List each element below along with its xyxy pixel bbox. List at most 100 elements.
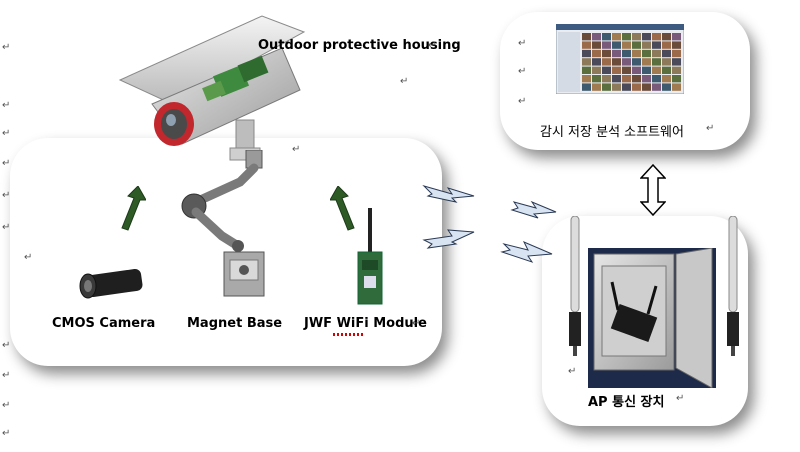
video-tile [622, 83, 631, 91]
wifi-module-illustration [357, 208, 383, 305]
video-tile [622, 33, 631, 41]
video-tile [652, 33, 661, 41]
video-tile [582, 33, 591, 41]
paragraph-mark: ↵ [518, 66, 527, 77]
label-wifi-module: JWF WiFi Module [304, 316, 427, 331]
video-tile [592, 83, 601, 91]
video-tile [612, 58, 621, 66]
video-tile [582, 66, 591, 74]
video-tile [602, 33, 611, 41]
video-tile [632, 75, 641, 83]
video-tile [672, 66, 681, 74]
paragraph-mark: ↵ [292, 144, 301, 155]
bolt-2 [510, 200, 557, 219]
paragraph-mark: ↵ [2, 370, 11, 381]
video-tile [672, 58, 681, 66]
wireless-signal-bolts [422, 184, 557, 263]
video-tile [612, 75, 621, 83]
label-cmos-camera: CMOS Camera [52, 316, 156, 331]
video-tile [662, 75, 671, 83]
video-tile [582, 75, 591, 83]
video-tile [602, 83, 611, 91]
spellcheck-underline [333, 333, 363, 336]
video-tile [592, 33, 601, 41]
video-tile [652, 49, 661, 58]
video-tile [662, 41, 671, 49]
paragraph-mark: ↵ [428, 40, 437, 51]
magnet-base-illustration [181, 150, 265, 297]
video-tile [632, 33, 641, 41]
video-tile [612, 41, 621, 49]
video-tile [662, 49, 671, 58]
video-tile [642, 49, 651, 58]
label-magnet-base: Magnet Base [187, 316, 283, 331]
video-tile [632, 66, 641, 74]
video-tile [622, 66, 631, 74]
video-tile [632, 58, 641, 66]
video-tile [642, 41, 651, 49]
video-tile [672, 75, 681, 83]
video-tile [612, 83, 621, 91]
video-tile [612, 33, 621, 41]
video-tile [642, 58, 651, 66]
paragraph-mark: ↵ [2, 400, 11, 411]
video-tile [622, 75, 631, 83]
paragraph-mark: ↵ [676, 393, 685, 404]
video-tile [622, 41, 631, 49]
video-tile [582, 58, 591, 66]
video-tile [662, 33, 671, 41]
paragraph-mark: ↵ [706, 123, 715, 134]
video-tile [632, 83, 641, 91]
paragraph-mark: ↵ [2, 190, 11, 201]
antenna-left [569, 216, 581, 356]
paragraph-mark: ↵ [518, 38, 527, 49]
label-ap-device: AP 통신 장치 [588, 395, 665, 410]
arrow-up-wifi [330, 186, 355, 231]
cmos-camera-illustration [79, 268, 143, 299]
video-tile [652, 58, 661, 66]
ap-enclosure-illustration [588, 248, 716, 388]
antenna-right [727, 216, 739, 356]
paragraph-mark: ↵ [400, 76, 409, 87]
paragraph-mark: ↵ [568, 366, 577, 377]
video-tile [672, 33, 681, 41]
video-tile [642, 75, 651, 83]
video-tile [622, 58, 631, 66]
paragraph-mark: ↵ [518, 96, 527, 107]
video-tile [652, 75, 661, 83]
label-software: 감시 저장 분석 소프트웨어 [540, 125, 684, 140]
video-tile [592, 58, 601, 66]
video-tile [622, 49, 631, 58]
video-tile [642, 83, 651, 91]
bidirectional-arrow [640, 164, 666, 216]
video-tile [602, 49, 611, 58]
arrow-up-cmos [121, 186, 146, 231]
video-tile [612, 49, 621, 58]
paragraph-mark: ↵ [2, 128, 11, 139]
video-tile [602, 75, 611, 83]
video-tile [652, 41, 661, 49]
video-tile [612, 66, 621, 74]
video-tile [592, 41, 601, 49]
paragraph-mark: ↵ [2, 428, 11, 439]
paragraph-mark: ↵ [2, 340, 11, 351]
video-tile [652, 66, 661, 74]
video-tile [642, 66, 651, 74]
video-tile [672, 41, 681, 49]
video-tile [652, 83, 661, 91]
video-tile [602, 41, 611, 49]
video-tile [662, 83, 671, 91]
video-tile [672, 83, 681, 91]
paragraph-mark: ↵ [2, 222, 11, 233]
paragraph-mark: ↵ [412, 318, 421, 329]
video-tile [662, 66, 671, 74]
video-tile [602, 66, 611, 74]
bolt-4 [500, 241, 553, 263]
video-tile [672, 49, 681, 58]
video-tile [582, 49, 591, 58]
video-tile [592, 49, 601, 58]
bolt-1 [422, 184, 475, 203]
paragraph-mark: ↵ [2, 42, 11, 53]
surveillance-software-screenshot [556, 24, 684, 94]
video-tile [632, 49, 641, 58]
